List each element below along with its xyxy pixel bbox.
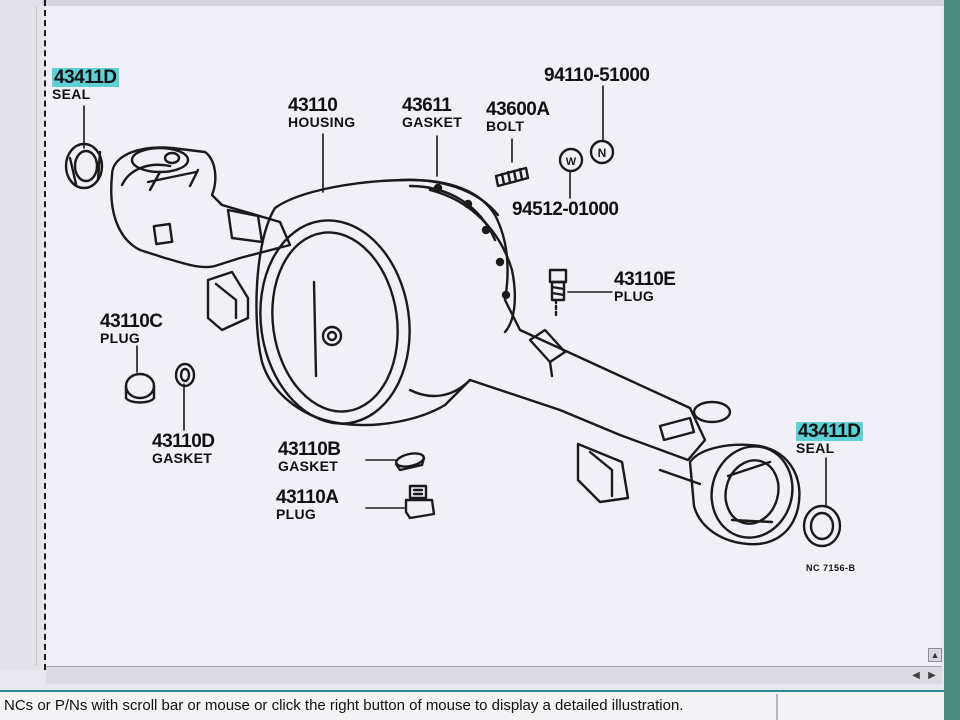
part-number[interactable]: 43110C	[100, 311, 163, 332]
status-bar: NCs or P/Ns with scroll bar or mouse or …	[0, 690, 944, 720]
scroll-left-arrow-icon[interactable]: ◀	[912, 670, 920, 681]
part-number[interactable]: 43411D	[52, 67, 119, 88]
status-divider	[776, 694, 778, 720]
plug-a-part[interactable]	[404, 484, 436, 520]
sidebar-edge	[36, 6, 37, 666]
top-strip	[0, 0, 960, 6]
callout-seal-right[interactable]: 43411D SEAL	[796, 422, 863, 455]
washer-symbol: W	[566, 156, 577, 168]
part-number[interactable]: 43110A	[276, 487, 339, 508]
callout-gasket-b[interactable]: 43110B GASKET	[278, 440, 341, 473]
axle-left-end[interactable]	[110, 146, 292, 332]
horizontal-scrollbar[interactable]: ◀ ▶	[46, 666, 942, 684]
callout-plug-c[interactable]: 43110C PLUG	[100, 312, 163, 345]
left-sidebar-panel	[0, 0, 42, 670]
callout-gasket-d[interactable]: 43110D GASKET	[152, 432, 215, 465]
part-number[interactable]: 43110D	[152, 431, 215, 452]
scroll-right-arrow-icon[interactable]: ▶	[928, 670, 936, 681]
callout-bolt[interactable]: 43600A BOLT	[486, 100, 550, 133]
part-number[interactable]: 43411D	[796, 421, 863, 442]
part-number[interactable]: 43110E	[614, 269, 676, 290]
drawing-code: NC 7156-B	[806, 563, 856, 573]
part-name: GASKET	[402, 114, 463, 130]
parts-illustration: N W 43411D SEAL 43110 HOUSING 43611 GASK…	[46, 6, 942, 682]
part-name: GASKET	[278, 458, 339, 474]
plug-e-part[interactable]	[548, 268, 568, 318]
window-right-frame	[944, 0, 960, 720]
sidebar-divider	[44, 0, 46, 670]
callout-gasket-top[interactable]: 43611 GASKET	[402, 96, 462, 129]
seal-left-part[interactable]	[64, 142, 104, 190]
gasket-b-part[interactable]	[394, 451, 426, 472]
status-message: NCs or P/Ns with scroll bar or mouse or …	[4, 697, 684, 714]
bolt-part[interactable]	[494, 166, 530, 188]
axle-right-end[interactable]	[658, 400, 803, 547]
seal-right-part[interactable]	[802, 504, 842, 548]
part-number[interactable]: 43110B	[278, 439, 341, 460]
part-number[interactable]: 43600A	[486, 99, 550, 120]
part-name: PLUG	[614, 288, 655, 304]
callout-seal-left[interactable]: 43411D SEAL	[52, 68, 119, 101]
part-number[interactable]: 94110-51000	[544, 65, 650, 86]
housing-body[interactable]	[248, 178, 707, 504]
part-name: HOUSING	[288, 114, 356, 130]
part-number[interactable]: 43611	[402, 95, 452, 116]
part-number[interactable]: 43110	[288, 95, 338, 116]
plug-c-part[interactable]	[124, 372, 156, 404]
nut-part[interactable]	[589, 139, 615, 165]
part-name: PLUG	[100, 330, 141, 346]
nut-symbol: N	[598, 146, 607, 160]
part-name: BOLT	[486, 118, 525, 134]
part-name: PLUG	[276, 506, 317, 522]
scroll-up-arrow-icon[interactable]: ▲	[928, 648, 942, 662]
part-name: SEAL	[52, 86, 91, 102]
gasket-d-part[interactable]	[174, 362, 196, 388]
part-name: SEAL	[796, 440, 835, 456]
callout-plug-a[interactable]: 43110A PLUG	[276, 488, 339, 521]
part-number[interactable]: 94512-01000	[512, 199, 619, 220]
callout-housing[interactable]: 43110 HOUSING	[288, 96, 355, 129]
part-name: GASKET	[152, 450, 213, 466]
callout-plug-e[interactable]: 43110E PLUG	[614, 269, 676, 304]
callout-washer[interactable]: 94512-01000	[512, 200, 619, 219]
washer-part[interactable]	[558, 147, 584, 173]
axle-illustration-svg: N W	[64, 85, 842, 548]
callout-nut[interactable]: 94110-51000	[544, 65, 650, 86]
